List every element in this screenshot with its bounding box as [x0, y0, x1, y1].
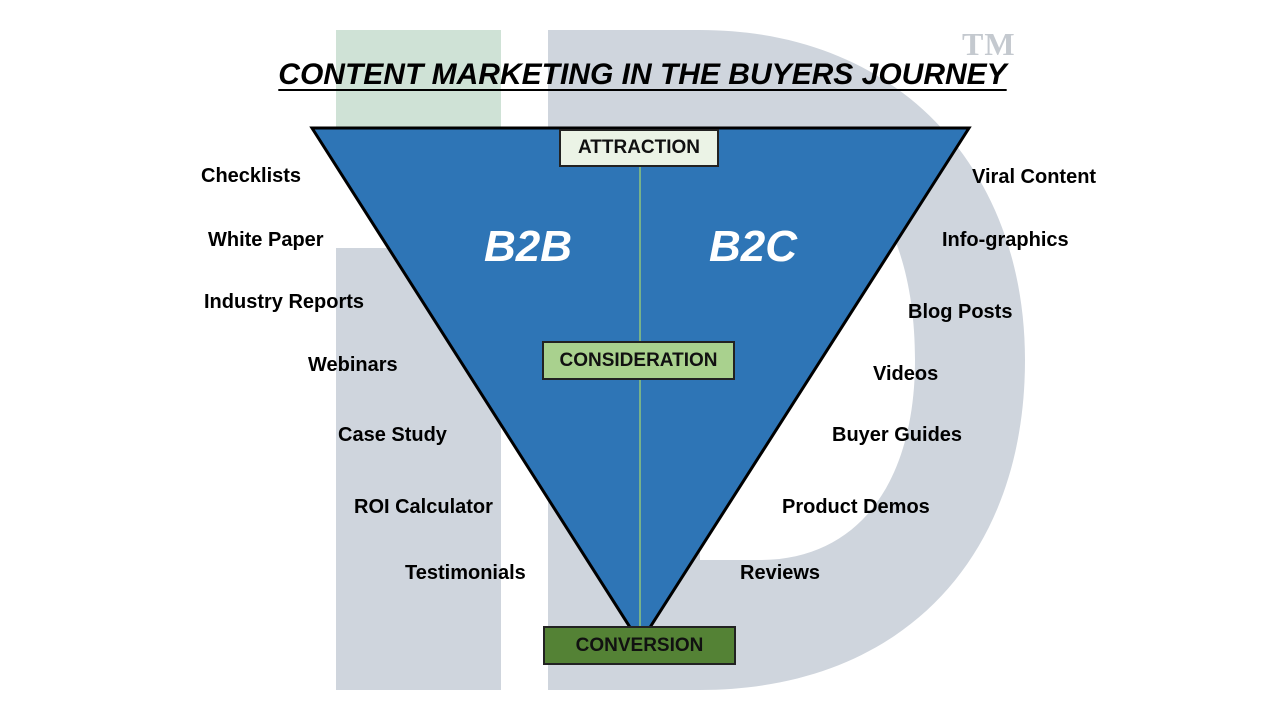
trademark-mark: TM: [962, 26, 1016, 62]
b2b-item-roi-calculator: ROI Calculator: [354, 496, 493, 518]
b2c-item-viral-content: Viral Content: [972, 166, 1097, 188]
stage-attraction: ATTRACTION: [559, 129, 719, 167]
b2c-item-product-demos: Product Demos: [782, 496, 930, 518]
segment-label-b2c: B2C: [708, 222, 798, 271]
b2b-item-industry-reports: Industry Reports: [204, 291, 365, 313]
b2b-item-white-paper: White Paper: [208, 229, 324, 251]
b2b-item-checklists: Checklists: [201, 165, 302, 187]
page-title: CONTENT MARKETING IN THE BUYERS JOURNEY: [278, 58, 1007, 91]
b2b-item-webinars: Webinars: [308, 354, 398, 376]
segment-label-b2b: B2B: [483, 222, 573, 271]
stage-consideration: CONSIDERATION: [542, 341, 735, 380]
b2c-item-reviews: Reviews: [740, 562, 821, 584]
b2c-item-buyer-guides: Buyer Guides: [832, 424, 963, 446]
b2c-item-videos: Videos: [873, 363, 939, 385]
b2b-item-testimonials: Testimonials: [405, 562, 526, 584]
logo-i-top: [336, 30, 501, 130]
stage-conversion: CONVERSION: [543, 626, 736, 665]
b2c-item-blog-posts: Blog Posts: [908, 301, 1013, 323]
b2b-item-case-study: Case Study: [338, 424, 447, 446]
b2c-item-info-graphics: Info-graphics: [942, 229, 1069, 251]
